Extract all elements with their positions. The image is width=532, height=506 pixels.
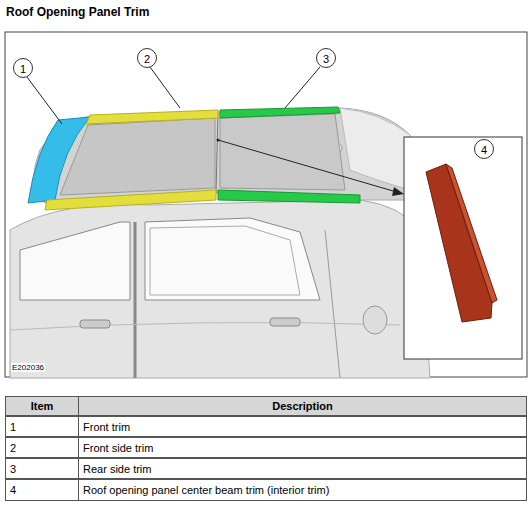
callout-number: 3	[316, 48, 336, 68]
table-cell: Rear side trim	[78, 458, 527, 479]
table-cell: Roof opening panel center beam trim (int…	[78, 479, 527, 501]
callout-number: 4	[474, 139, 494, 159]
table-header: Description	[78, 396, 527, 416]
callout-number: 1	[13, 58, 33, 78]
callout-number: 2	[137, 48, 157, 68]
table-cell: 1	[5, 416, 79, 437]
table-cell: 4	[5, 479, 79, 501]
table-cell: Front trim	[78, 416, 527, 437]
title: Roof Opening Panel Trim	[6, 5, 149, 19]
table-cell: Front side trim	[78, 437, 527, 458]
table-cell: 3	[5, 458, 79, 479]
table-header: Item	[5, 396, 79, 416]
figure-code: E202036	[11, 363, 45, 372]
table-cell: 2	[5, 437, 79, 458]
